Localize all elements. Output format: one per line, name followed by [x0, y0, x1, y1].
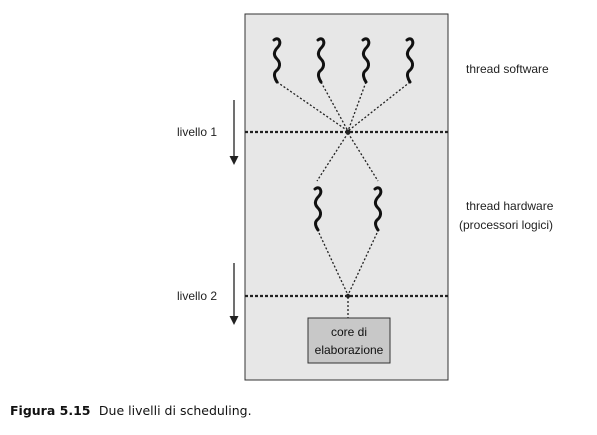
logical-processors-label: (processori logici) — [459, 218, 553, 232]
hardware-threads-label: thread hardware — [466, 199, 554, 213]
figure-number: Figura 5.15 — [10, 403, 90, 418]
hub-to-hardware-connectors — [316, 132, 379, 182]
hardware-thread-icon — [313, 186, 323, 232]
level-2-hub — [345, 293, 351, 299]
level-2-label: livello 2 — [177, 289, 217, 303]
core-label-line2: elaborazione — [315, 343, 384, 357]
hardware-to-core-connectors — [318, 232, 378, 318]
software-thread-icon — [316, 37, 326, 84]
level-1-hub — [345, 129, 351, 135]
level-1-label: livello 1 — [177, 125, 217, 139]
software-threads-label: thread software — [466, 62, 549, 76]
software-thread-icon — [272, 37, 282, 84]
figure-caption-text: Due livelli di scheduling. — [99, 403, 252, 418]
figure-caption: Figura 5.15 Due livelli di scheduling. — [10, 402, 252, 419]
software-thread-icon — [361, 37, 371, 84]
down-arrow-icon — [229, 100, 239, 165]
down-arrow-icon — [229, 263, 239, 325]
core-label-line1: core di — [331, 325, 367, 339]
hardware-thread-icon — [373, 186, 383, 232]
software-thread-icon — [405, 37, 415, 84]
core-box — [307, 317, 391, 364]
software-connectors — [276, 81, 411, 132]
